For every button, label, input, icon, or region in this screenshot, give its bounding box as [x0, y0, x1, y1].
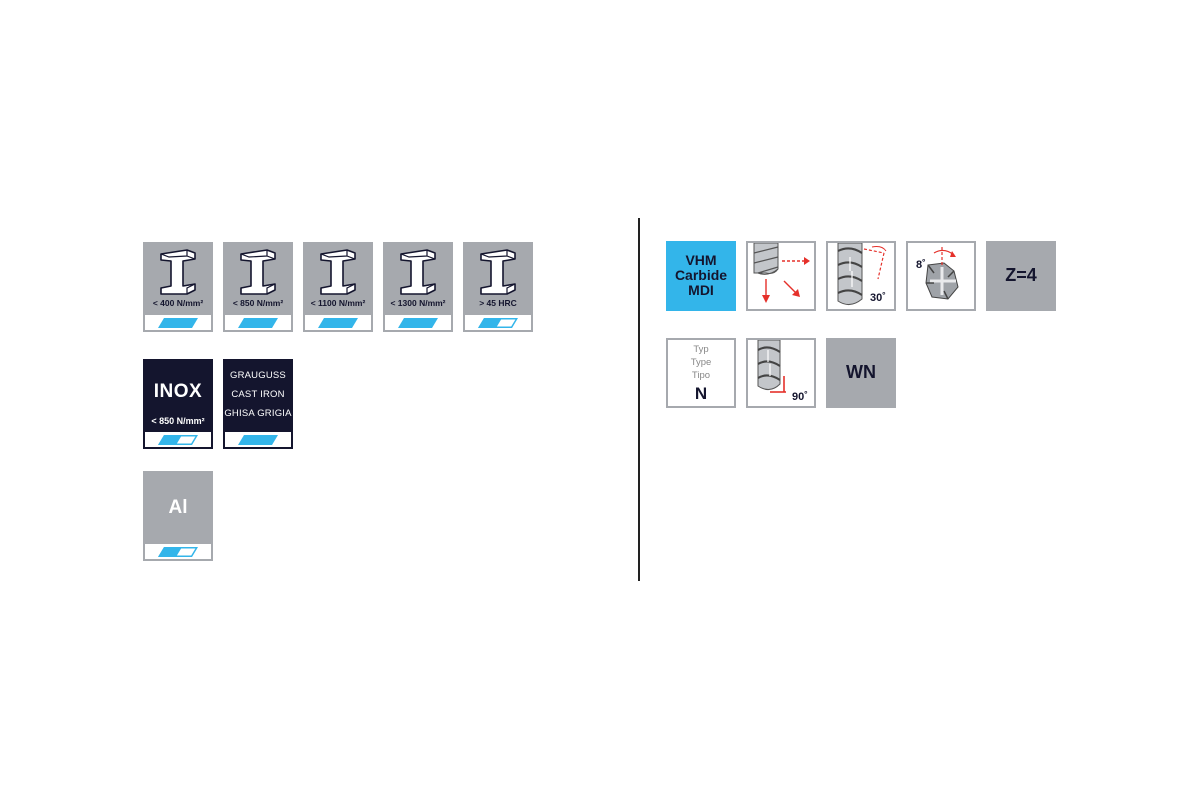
material-tile-steel: < 400 N/mm² — [143, 242, 213, 332]
tile-tool-type: Typ Type Tipo N — [666, 338, 736, 408]
type-value: N — [694, 384, 708, 403]
grauguss-line-en: CAST IRON — [231, 389, 285, 400]
strength-label: < 400 N/mm² — [152, 298, 204, 308]
i-beam-icon — [480, 249, 516, 295]
type-label-it: Tipo — [691, 370, 711, 381]
tile-clearance-angle: 8˚ — [906, 241, 976, 311]
tool-material-line-3: MDI — [688, 282, 714, 298]
tile-tool-material: VHM Carbide MDI — [666, 241, 736, 311]
tile-cutting-direction — [746, 241, 816, 311]
helix-angle-value: 30˚ — [870, 292, 886, 304]
tool-material-line-1: VHM — [685, 252, 717, 268]
suitability-indicator-icon — [303, 313, 373, 332]
type-label-en: Type — [690, 357, 712, 368]
suitability-indicator-icon — [143, 313, 213, 332]
section-divider — [638, 218, 640, 581]
end-mill-cutting-direction-icon — [753, 242, 810, 303]
material-tile-inox: INOX < 850 N/mm² — [143, 359, 213, 449]
i-beam-icon — [400, 249, 436, 295]
tile-flutes: Z=4 — [986, 241, 1056, 311]
inox-strength-label: < 850 N/mm² — [151, 416, 205, 426]
suitability-indicator-icon — [223, 313, 293, 332]
i-beam-icon — [240, 249, 276, 295]
inox-title: INOX — [153, 381, 203, 402]
suitability-indicator-icon — [223, 430, 293, 449]
aluminium-title: Al — [168, 497, 188, 518]
cutting-angle-value: 90˚ — [792, 391, 808, 403]
shank-value: WN — [846, 362, 876, 382]
material-tile-steel: < 1100 N/mm² — [303, 242, 373, 332]
grauguss-line-it: GHISA GRIGIA — [224, 408, 292, 419]
strength-label: < 1100 N/mm² — [310, 298, 366, 308]
strength-label: > 45 HRC — [479, 298, 517, 308]
material-tile-steel: > 45 HRC — [463, 242, 533, 332]
material-tile-steel: < 1300 N/mm² — [383, 242, 453, 332]
clearance-angle-value: 8˚ — [916, 259, 926, 271]
suitability-indicator-icon — [383, 313, 453, 332]
strength-label: < 850 N/mm² — [232, 298, 284, 308]
material-tile-steel: < 850 N/mm² — [223, 242, 293, 332]
type-label-de: Typ — [693, 344, 709, 355]
tile-helix-angle: 30˚ — [826, 241, 896, 311]
material-tile-grauguss: GRAUGUSS CAST IRON GHISA GRIGIA — [223, 359, 293, 449]
grauguss-line-de: GRAUGUSS — [230, 370, 286, 381]
tile-cutting-angle: 90˚ — [746, 338, 816, 408]
strength-label: < 1300 N/mm² — [390, 298, 446, 308]
material-tile-aluminium: Al — [143, 471, 213, 561]
i-beam-icon — [160, 249, 196, 295]
suitability-indicator-icon — [143, 430, 213, 449]
clearance-angle-icon — [925, 247, 959, 300]
tool-material-text: VHM Carbide MDI — [666, 253, 736, 298]
tile-shank: WN — [826, 338, 896, 408]
tool-material-line-2: Carbide — [674, 267, 728, 283]
suitability-indicator-icon — [463, 313, 533, 332]
end-mill-cutting-angle-icon — [757, 339, 786, 393]
suitability-indicator-icon — [143, 542, 213, 561]
i-beam-icon — [320, 249, 356, 295]
flutes-value: Z=4 — [1005, 265, 1037, 285]
helix-angle-icon — [837, 242, 887, 305]
